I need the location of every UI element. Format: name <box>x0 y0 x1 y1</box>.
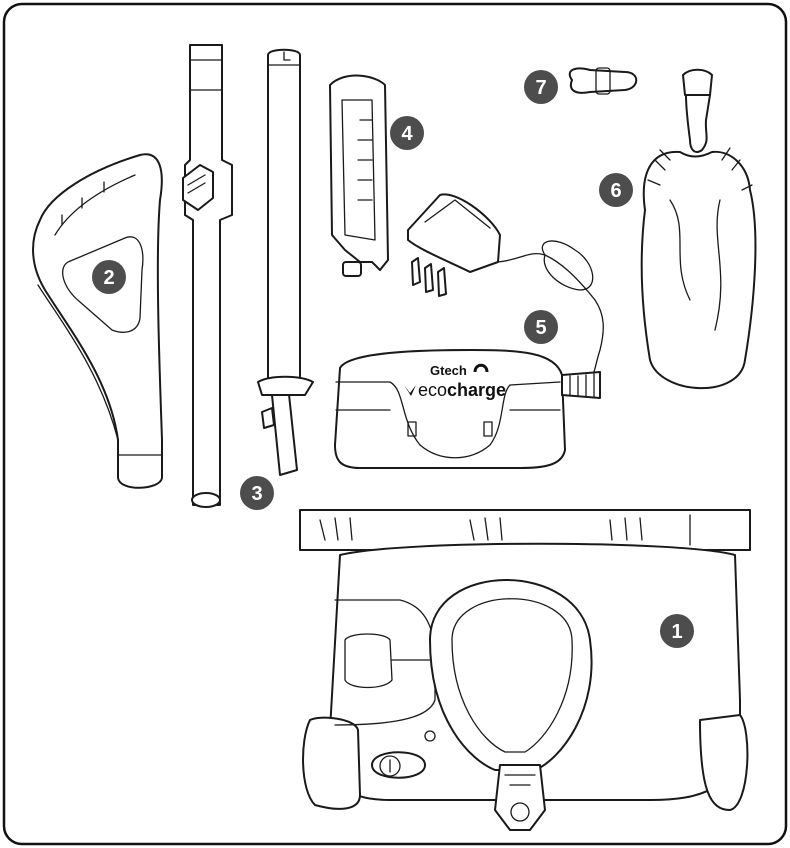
charger-plug-part <box>407 193 604 379</box>
part-number-badge-3: 3 <box>240 476 274 510</box>
part-number-badge-5: 5 <box>524 310 558 344</box>
duster-part <box>640 68 757 390</box>
svg-text:5: 5 <box>535 317 546 339</box>
svg-text:3: 3 <box>251 483 262 505</box>
svg-text:2: 2 <box>103 267 114 289</box>
part-number-badge-6: 6 <box>599 173 633 207</box>
svg-text:1: 1 <box>671 621 682 643</box>
main-unit-part <box>299 509 751 831</box>
part-number-badge-4: 4 <box>390 116 424 150</box>
svg-text:6: 6 <box>610 180 621 202</box>
charger-logo-product: ecocharge <box>418 380 506 400</box>
part-number-badge-1: 1 <box>660 614 694 648</box>
crevice-tool-part <box>329 74 389 277</box>
charger-base-part: Gtech ecocharge <box>334 349 601 469</box>
svg-text:7: 7 <box>535 77 546 99</box>
extension-tube-1 <box>182 44 233 508</box>
leaf-icon <box>404 385 416 396</box>
charger-logo-brand: Gtech <box>430 363 467 378</box>
part-number-badge-7: 7 <box>524 70 558 104</box>
extension-tube-2 <box>257 48 314 476</box>
svg-text:4: 4 <box>401 123 413 145</box>
part-number-badge-2: 2 <box>92 260 126 294</box>
handle-part <box>32 153 163 489</box>
gtech-logo-icon <box>473 363 489 373</box>
clip-part <box>568 67 638 95</box>
